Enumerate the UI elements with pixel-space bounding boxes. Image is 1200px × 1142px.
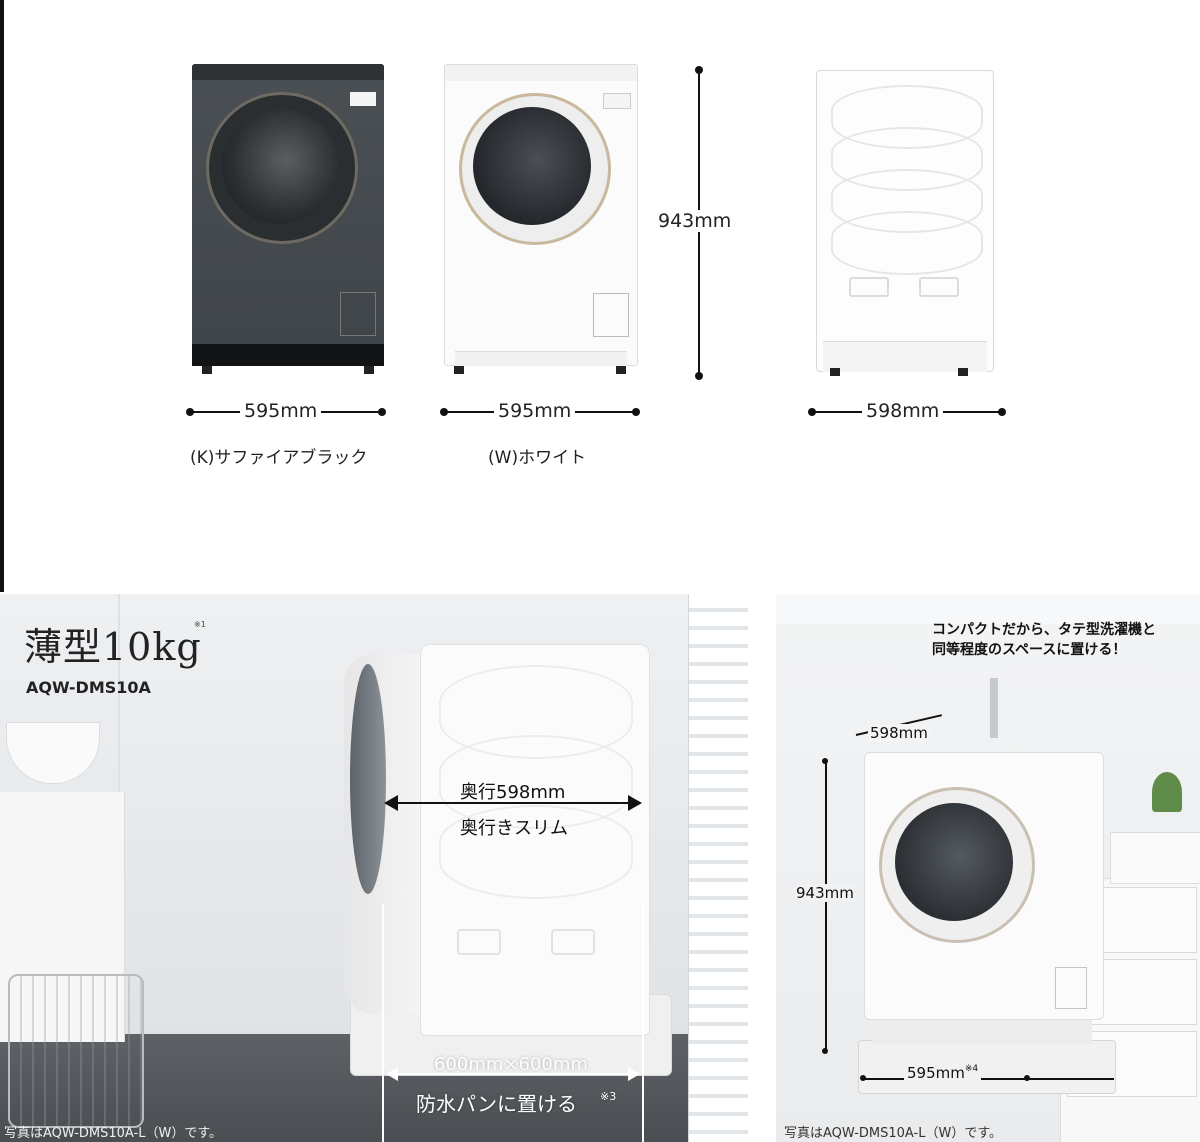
label-sticker [350,92,376,106]
faucet [990,678,998,738]
side-rib [831,211,983,275]
washer-black-front [192,64,384,366]
washer-base [823,341,987,372]
washer-side-panel [420,644,650,1036]
dimension-endpoint [998,408,1006,416]
washer-white-front [444,64,638,366]
control-panel [192,64,384,80]
counter [0,792,125,1042]
label-sticker [603,93,631,109]
dimension-endpoint [632,408,640,416]
side-handle [457,929,501,955]
title-note: ※1 [194,620,206,629]
side-handle [919,277,959,297]
arrow-head-left [384,795,398,811]
door-glass [895,803,1013,921]
slim-label: 奥行きスリム [460,818,568,839]
washer-foot [616,366,626,374]
side-handle [849,277,889,297]
height-label: 943mm [794,884,856,902]
capacity-title: 薄型10kg [24,625,202,669]
pan-size: 600mm×600mm [434,1054,588,1075]
washer-white-installed [864,752,1104,1020]
washer-foot [364,366,374,374]
callout-line-2: 同等程度のスペースに置ける！ [932,642,1127,658]
width-label: 595mm※4 [904,1064,982,1082]
pan-guide-left [382,904,384,1142]
washer-stand [872,1018,1092,1044]
depth-label-side: 598mm [862,400,944,422]
potted-plant [1152,772,1182,812]
dimension-endpoint [822,758,828,764]
width-label-black: 595mm [240,400,322,422]
washer-foot [958,368,968,376]
washer-side-view [816,70,994,372]
filter-hatch [593,293,629,337]
callout-line-1: コンパクトだから、タテ型洗濯機と [932,622,1156,638]
arrow-head-right [628,795,642,811]
photo-caption: 写真はAQW-DMS10A-L（W）です。 [4,1126,223,1141]
color-label-white: (W)ホワイト [488,448,587,468]
door-glass [222,108,338,224]
photo-caption: 写真はAQW-DMS10A-L（W）です。 [784,1126,1003,1141]
wash-bowl [6,722,100,784]
waterproof-pan [858,1040,1116,1094]
arrow-head-right [628,1067,640,1081]
left-edge-bar [0,0,4,592]
washer-foot [830,368,840,376]
color-label-black: (K)サファイアブラック [190,448,368,468]
height-label: 943mm [654,210,736,232]
depth-label: 598mm [868,724,930,742]
installation-photo-left: 奥行598mm 奥行きスリム 600mm×600mm 防水パンに置ける ※3 薄… [0,594,748,1142]
louver-door [688,594,748,1142]
filter-hatch [1055,967,1087,1009]
arrow-head-left [386,1067,398,1081]
depth-label: 奥行598mm [460,782,566,803]
pan-label: 防水パンに置ける [416,1092,577,1116]
filter-hatch [340,292,376,336]
control-panel [445,65,637,81]
upper-shelf [776,594,1200,624]
width-label-white: 595mm [494,400,576,422]
width-dimension-line [864,1078,1114,1080]
pan-guide-right [642,904,644,1142]
pan-arrow [396,1073,632,1075]
height-dimension-line [825,762,827,1052]
dimension-endpoint [695,372,703,380]
side-rib [439,805,633,899]
washer-foot [202,366,212,374]
washer-base [192,344,384,366]
model-number: AQW-DMS10A [26,678,151,697]
laundry-basket [8,974,144,1128]
sink [1110,832,1200,884]
washer-base [455,351,627,366]
washer-foot [454,366,464,374]
dimension-endpoint [1024,1075,1030,1081]
dimension-endpoint [822,1048,828,1054]
dimension-endpoint [860,1075,866,1081]
dimension-endpoint [378,408,386,416]
door-glass [473,107,591,225]
installation-photo-right: コンパクトだから、タテ型洗濯機と 同等程度のスペースに置ける！ 598mm 94… [776,594,1200,1142]
washer-door-side [350,664,386,894]
pan-note: ※3 [600,1090,617,1103]
side-handle [551,929,595,955]
depth-arrow [396,802,630,804]
